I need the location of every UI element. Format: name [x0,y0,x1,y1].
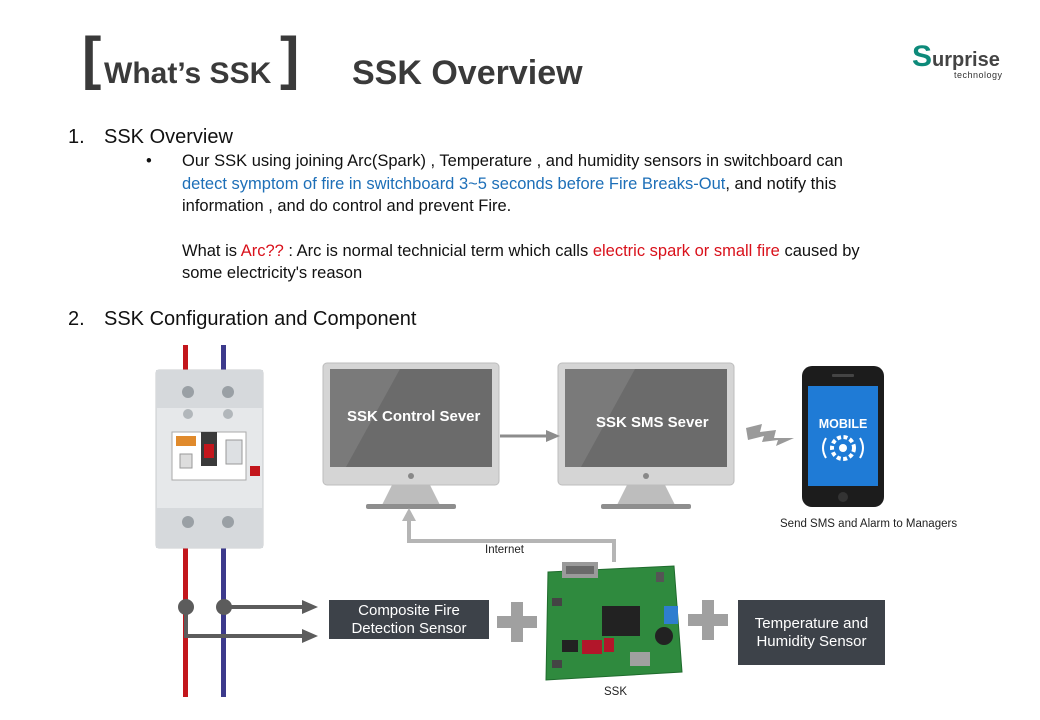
sms-server-monitor [557,362,735,509]
plus-icon-left [497,602,537,642]
plus-icon-right [688,600,728,640]
bullet: • [146,152,152,170]
composite-sensor-line-1: Composite Fire [358,601,460,619]
section2-number: 2. [68,308,85,330]
arc-term: Arc?? [240,241,284,260]
section2-title: SSK Configuration and Component [104,308,417,330]
overview-line-2-rest: , and notify this [725,174,837,193]
highlight-detect: detect symptom of fire in switchboard 3~… [182,174,726,193]
arc-mid: : Arc is normal technicial term which ca… [283,241,593,260]
section1-number: 1. [68,126,85,148]
temp-sensor-line-1: Temperature and [754,614,869,632]
mobile-phone-image [802,366,884,507]
internet-arrow-head [402,508,416,521]
sms-server-label: SSK SMS Sever [596,414,709,431]
logo-initial: S [912,40,933,73]
blue-tap-arrow [302,600,318,614]
composite-fire-sensor-box: Composite Fire Detection Sensor [329,600,489,639]
ssk-board-caption: SSK [604,686,628,698]
wireless-signal-icon [746,424,794,446]
temp-sensor-line-2: Humidity Sensor [756,632,867,650]
arc-highlight: electric spark or small fire [592,241,780,260]
title-bracket-open: [ [82,26,102,91]
arc-end: caused by [779,241,860,260]
logo-text: urprise [932,49,1000,71]
control-server-monitor [322,362,500,509]
arc-prefix: What is [182,241,241,260]
red-tap-line [184,607,304,638]
internet-caption: Internet [485,544,524,556]
internet-connection-line [407,518,616,562]
red-tap-arrow [302,629,318,643]
company-logo: Surprise technology [912,40,1002,80]
control-server-label: SSK Control Sever [347,408,481,425]
arc-line-1: What is Arc?? : Arc is normal technicial… [182,240,1002,263]
composite-sensor-line-2: Detection Sensor [351,619,467,637]
overview-line-3: information , and do control and prevent… [182,197,512,215]
arrow-head-control-to-sms [546,430,560,442]
section-title: What’s SSK [104,57,272,90]
temperature-humidity-sensor-box: Temperature and Humidity Sensor [738,600,885,665]
send-sms-caption: Send SMS and Alarm to Managers [780,518,958,530]
section1-title: SSK Overview [104,126,233,148]
circuit-breaker-image [155,369,264,549]
page-title: SSK Overview [352,54,583,92]
overview-line-2: detect symptom of fire in switchboard 3~… [182,173,1002,196]
title-bracket-close: ] [280,26,300,91]
mobile-screen-label: MOBILE [818,417,868,431]
logo-subtext: technology [954,70,1003,80]
overview-line-1: Our SSK using joining Arc(Spark) , Tempe… [182,152,843,170]
ssk-board-image [545,562,683,681]
arc-line-2: some electricity's reason [182,264,363,282]
overview-paragraph: Our SSK using joining Arc(Spark) , Tempe… [182,150,1002,285]
